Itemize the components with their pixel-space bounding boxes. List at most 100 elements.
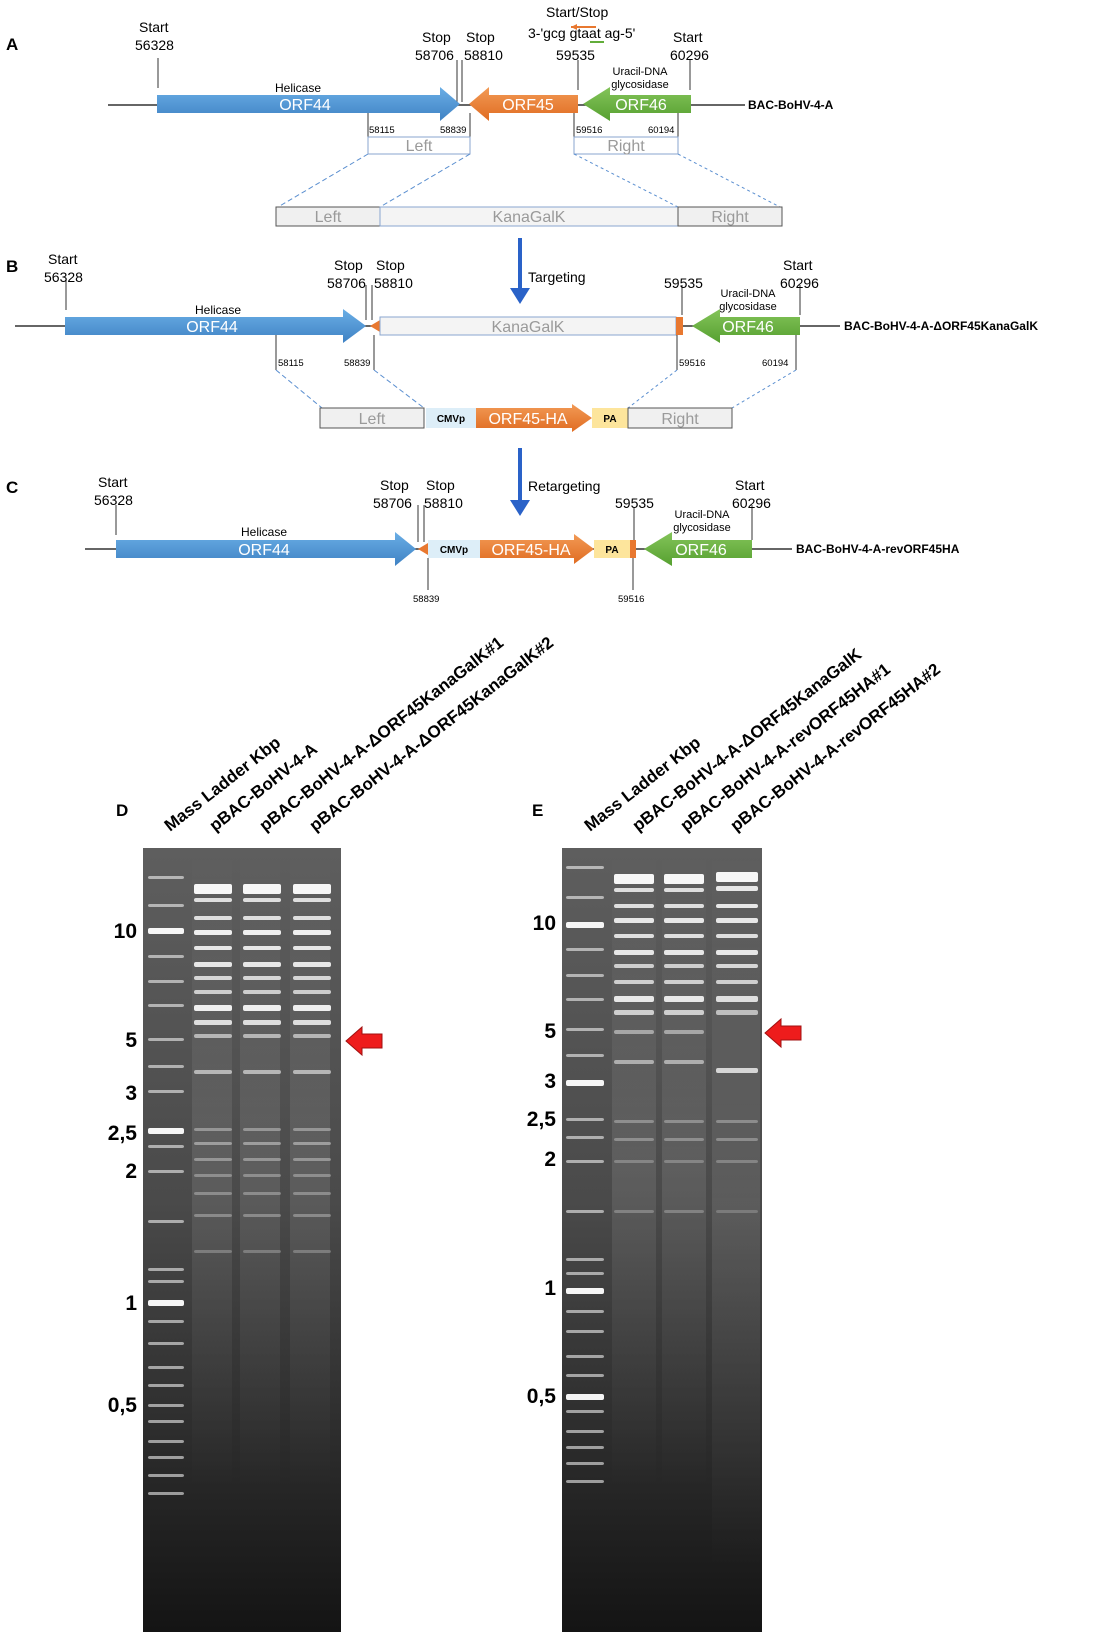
label-stop-a2: Stop <box>466 29 495 45</box>
cassette-right-label-b: Right <box>661 411 699 428</box>
gel-e-lane-3: pBAC-BoHV-4-A-revORF45HA#1 <box>677 660 894 835</box>
ladder-band <box>148 1065 184 1068</box>
label-start-a1: Start <box>139 19 169 35</box>
sample-band <box>194 1142 232 1145</box>
right-arm-box-a <box>573 136 679 155</box>
gel-e-size-1: 1 <box>544 1277 556 1300</box>
retargeting-label: Retargeting <box>528 478 600 494</box>
ladder-band <box>148 1440 184 1443</box>
pos-58810-b: 58810 <box>374 275 413 291</box>
helicase-label-a: Helicase <box>275 81 321 95</box>
ladder-band <box>566 896 604 899</box>
sample-band <box>293 1142 331 1145</box>
sample-band <box>194 1250 232 1253</box>
sample-band <box>243 1020 281 1025</box>
sample-band <box>716 918 758 923</box>
sample-band <box>243 1005 281 1011</box>
uracil-label-a1: Uracil-DNA <box>613 66 669 78</box>
pa-box-c <box>594 540 630 558</box>
cmvp-box-c <box>428 540 480 558</box>
pos-58706-b: 58706 <box>327 275 366 291</box>
ladder-band <box>566 922 604 928</box>
label-start-a2: Start <box>673 29 703 45</box>
ladder-band <box>566 998 604 1001</box>
cassette-left-label-b: Left <box>359 411 386 428</box>
label-start-b2: Start <box>783 257 813 273</box>
pos-58810-c: 58810 <box>424 495 463 511</box>
gel-e-size-5: 5 <box>544 1020 556 1043</box>
sample-band <box>716 1138 758 1141</box>
ladder-band <box>148 1404 184 1407</box>
ladder-band <box>148 1342 184 1345</box>
ladder-band <box>566 1258 604 1261</box>
orf44-label-b: ORF44 <box>186 319 238 336</box>
pos-56328-a: 56328 <box>135 37 174 53</box>
pos-59535-b: 59535 <box>664 275 703 291</box>
label-stop-c1: Stop <box>380 477 409 493</box>
construct-label-a: BAC-BoHV-4-A <box>748 98 834 112</box>
ladder-band <box>566 1480 604 1483</box>
panel-label-c: C <box>6 478 18 497</box>
ladder-band <box>566 1374 604 1377</box>
ladder-band <box>148 1456 184 1459</box>
pos-60194-b: 60194 <box>762 358 788 369</box>
sample-band <box>664 1160 704 1163</box>
gel-e-size-10: 10 <box>533 912 556 935</box>
sample-band <box>664 964 704 968</box>
sample-band <box>716 886 758 891</box>
cassette-left-label-a: Left <box>315 209 342 226</box>
sample-band <box>614 1120 654 1123</box>
sample-band <box>243 884 281 894</box>
sample-band <box>716 1120 758 1123</box>
sample-band <box>194 1214 232 1217</box>
sample-band <box>664 888 704 892</box>
ladder-band <box>566 1355 604 1358</box>
orf45-remnant-c <box>418 543 428 555</box>
ladder-band <box>566 1210 604 1213</box>
sample-band <box>243 916 281 920</box>
pos-58115-a: 58115 <box>369 125 395 136</box>
sample-band <box>664 934 704 938</box>
ladder-band <box>566 1028 604 1031</box>
label-stop-a1: Stop <box>422 29 451 45</box>
orf46-label-b: ORF46 <box>722 319 774 336</box>
panel-e: E Mass Ladder Kbp pBAC-BoHV-4-A-ΔORF45Ka… <box>527 644 944 1632</box>
ladder-band <box>148 980 184 983</box>
ladder-band <box>148 1038 184 1041</box>
pos-60296-c: 60296 <box>732 495 771 511</box>
sample-band <box>194 962 232 967</box>
left-arm-box-a <box>367 136 471 155</box>
sample-band <box>293 916 331 920</box>
gel-d-lane-3: pBAC-BoHV-4-A-ΔORF45KanaGalK#1 <box>256 633 507 835</box>
sample-band <box>614 1138 654 1141</box>
pos-58115-b: 58115 <box>278 358 304 369</box>
orf46-arrow-c <box>644 532 752 566</box>
sample-band <box>243 898 281 902</box>
ladder-band <box>148 955 184 958</box>
panel-label-a: A <box>6 35 18 54</box>
sample-band <box>293 1158 331 1161</box>
cmvp-label-b: CMVp <box>437 414 465 425</box>
sample-band <box>614 996 654 1002</box>
ladder-band <box>566 1160 604 1163</box>
pos-58839-a: 58839 <box>440 125 466 136</box>
pos-60296-a: 60296 <box>670 47 709 63</box>
orf45ha-label-b: ORF45-HA <box>488 411 567 428</box>
sample-band <box>243 990 281 994</box>
orf45ha-arrow-b <box>476 404 592 432</box>
cmvp-box-b <box>426 408 476 428</box>
label-stop-c2: Stop <box>426 477 455 493</box>
sample-band <box>194 916 232 920</box>
sample-band <box>194 884 232 894</box>
sample-band <box>716 1160 758 1163</box>
sample-band <box>293 990 331 994</box>
orf46-arrow-b <box>692 309 800 343</box>
sample-band <box>716 904 758 908</box>
pos-59516-b: 59516 <box>679 358 705 369</box>
label-stop-b2: Stop <box>376 257 405 273</box>
orf45ha-arrow-c <box>480 534 594 564</box>
sample-band <box>614 1060 654 1064</box>
orf44-arrow-c <box>116 532 416 566</box>
sample-band <box>664 874 704 884</box>
sample-band <box>194 1192 232 1195</box>
